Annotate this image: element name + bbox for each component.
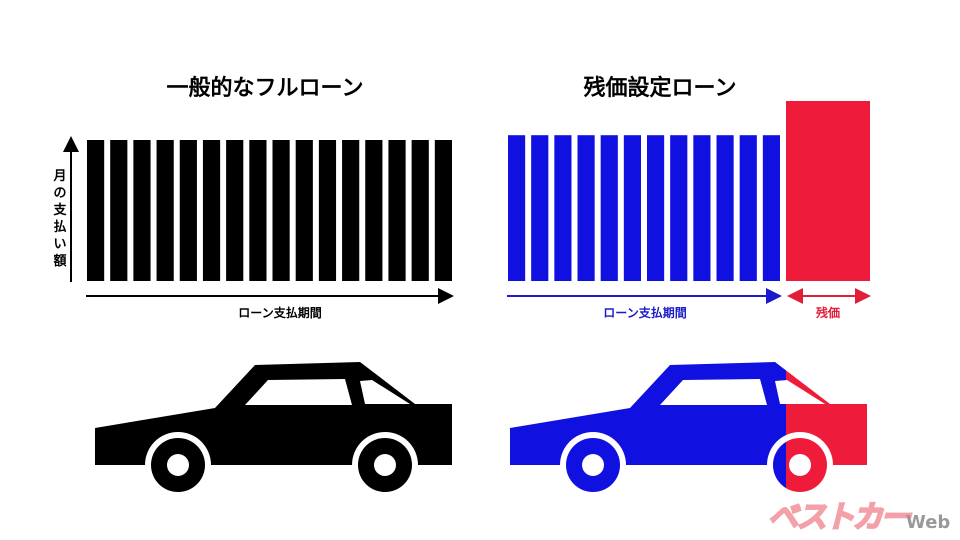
monthly-payment-bar — [226, 140, 244, 281]
logo: ベストカー — [767, 499, 912, 536]
monthly-payment-bar — [600, 135, 618, 281]
left-x-label: ローン支払期間 — [238, 306, 322, 320]
monthly-payment-bar — [623, 135, 641, 281]
monthly-payment-bar — [716, 135, 734, 281]
monthly-payment-bar — [647, 135, 665, 281]
monthly-payment-bar — [156, 140, 174, 281]
right-bars — [508, 101, 870, 281]
monthly-payment-bar — [411, 140, 429, 281]
monthly-payment-bar — [179, 140, 197, 281]
monthly-payment-bar — [110, 140, 128, 281]
monthly-payment-bar — [762, 135, 780, 281]
monthly-payment-bar — [295, 140, 313, 281]
residual-label: 残価 — [815, 306, 840, 320]
monthly-payment-bar — [318, 140, 337, 281]
right-title: 残価設定ローン — [583, 76, 737, 101]
monthly-payment-bar — [87, 140, 105, 281]
left-title: 一般的なフルローン — [166, 76, 364, 101]
monthly-payment-bar — [508, 135, 526, 281]
monthly-payment-bar — [434, 140, 452, 281]
monthly-payment-bar — [670, 135, 688, 281]
y-axis-label: 月の支払い額 — [53, 169, 67, 269]
monthly-payment-bar — [342, 140, 360, 281]
monthly-payment-bar — [739, 135, 757, 281]
monthly-payment-bar — [531, 135, 549, 281]
residual-value-bar — [786, 101, 870, 281]
monthly-payment-bar — [577, 135, 595, 281]
right-x-label: ローン支払期間 — [603, 306, 687, 320]
monthly-payment-bar — [249, 140, 267, 281]
monthly-payment-bar — [272, 140, 290, 281]
monthly-payment-bar — [133, 140, 151, 281]
monthly-payment-bar — [388, 140, 406, 281]
left-bars — [87, 140, 452, 281]
monthly-payment-bar — [202, 140, 221, 281]
monthly-payment-bar — [365, 140, 383, 281]
monthly-payment-bar — [554, 135, 572, 281]
monthly-payment-bar — [693, 135, 711, 281]
car-residual-loan-icon — [510, 362, 867, 498]
logo-web: Web — [906, 512, 951, 533]
car-full-loan-icon — [95, 362, 452, 498]
